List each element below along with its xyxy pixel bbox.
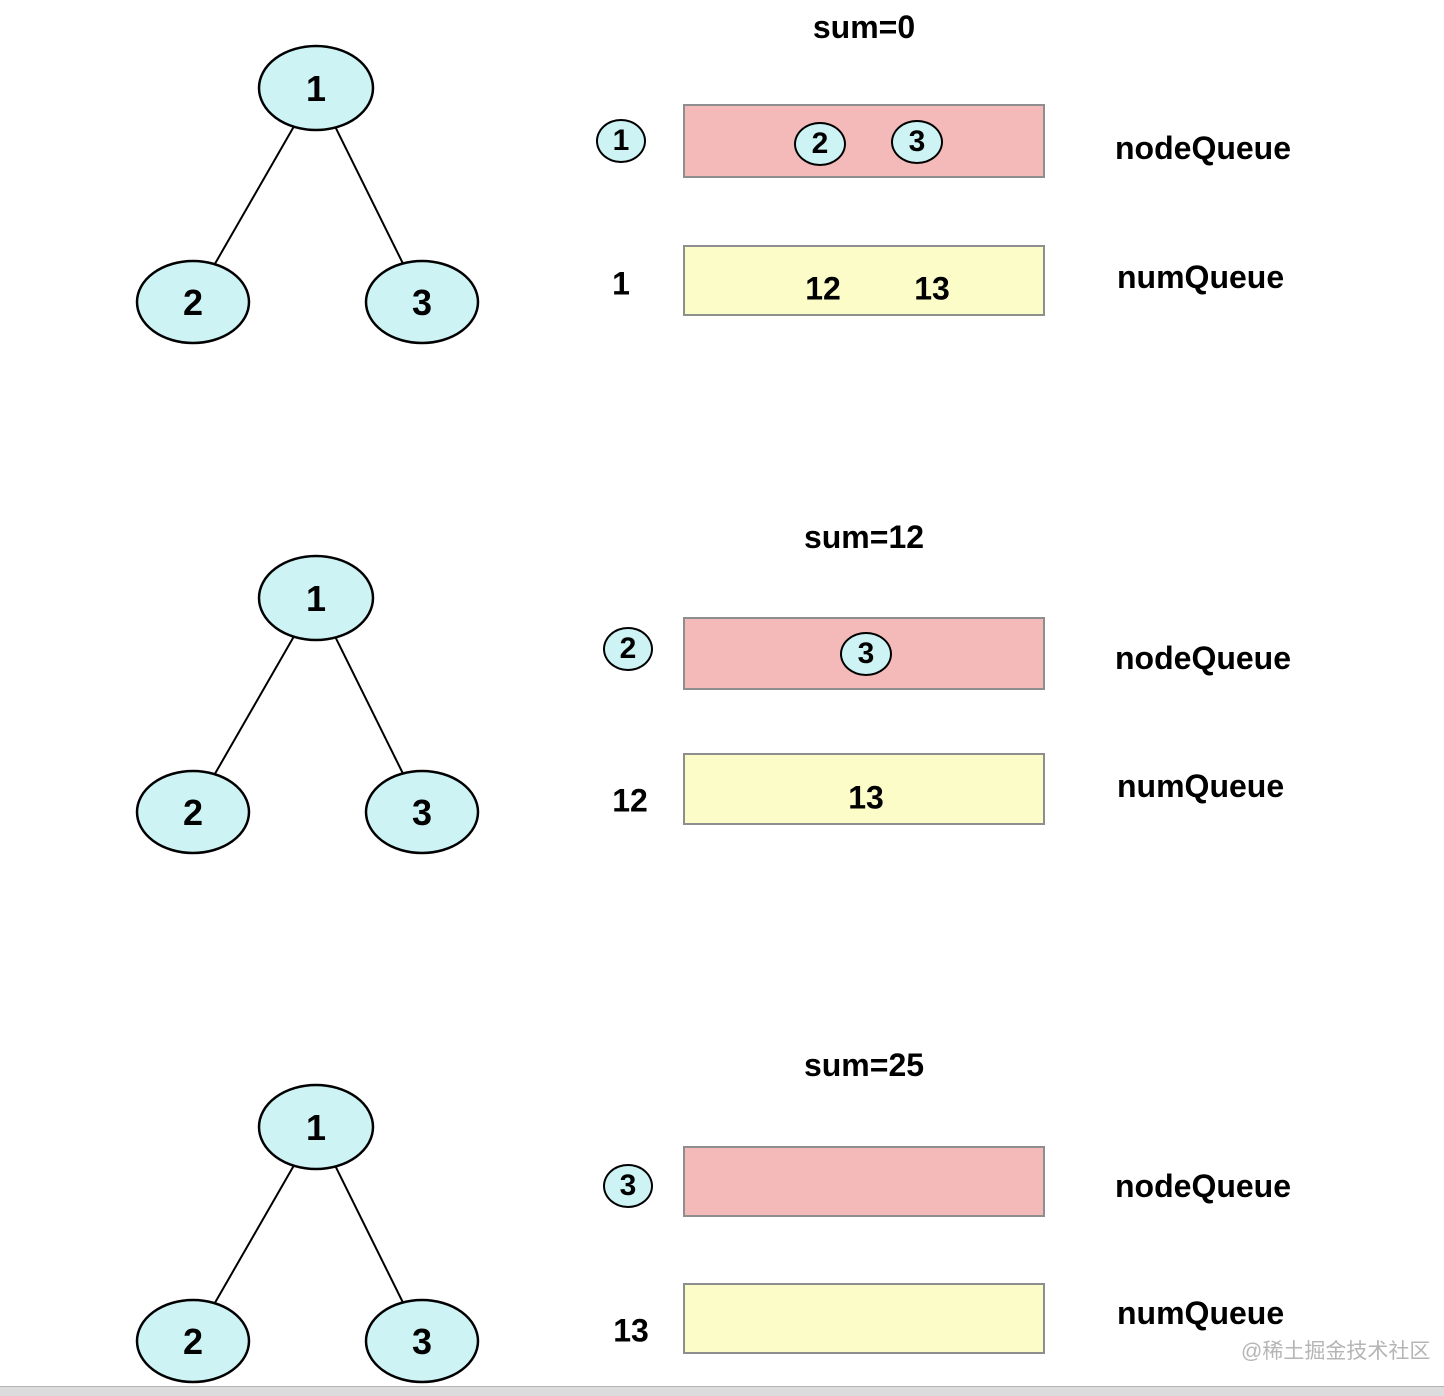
- node-queue-item-value: 2: [811, 127, 829, 160]
- sum-label-3: sum=25: [803, 1047, 925, 1083]
- tree-node-left: [135, 1298, 251, 1384]
- tree-node-root-label: 1: [306, 68, 326, 109]
- node-queue-head-circle-1: 1: [596, 119, 646, 163]
- tree-node-left: [135, 259, 251, 345]
- node-queue-item-circle: 3: [891, 120, 943, 164]
- num-queue-label-1: numQueue: [1117, 259, 1285, 295]
- sum-label-2: sum=12: [803, 519, 925, 555]
- tree-node-right-label: 3: [412, 1321, 432, 1362]
- node-queue-item-circle: 3: [840, 632, 892, 676]
- node-queue-label-3: nodeQueue: [1115, 1168, 1292, 1204]
- binary-tree-2: 1 2 3: [135, 554, 480, 855]
- node-queue-head-value: 3: [619, 1169, 637, 1202]
- node-queue-head-circle-2: 2: [603, 627, 653, 671]
- node-queue-head-value: 1: [612, 124, 630, 157]
- node-queue-item-value: 3: [908, 125, 926, 158]
- binary-tree-3: 1 2 3: [135, 1083, 480, 1384]
- sum-label-1: sum=0: [812, 9, 916, 45]
- tree-node-root: [257, 44, 375, 132]
- num-queue-rect-3: [683, 1283, 1045, 1354]
- node-queue-item-value: 3: [857, 637, 875, 670]
- tree-node-right: [364, 1298, 480, 1384]
- num-queue-label-2: numQueue: [1117, 768, 1285, 804]
- num-queue-head-value-1: 1: [612, 265, 630, 302]
- tree-node-right-label: 3: [412, 792, 432, 833]
- tree-node-right-label: 3: [412, 282, 432, 323]
- tree-node-root: [257, 1083, 375, 1171]
- num-queue-rect-1: 12 13: [683, 245, 1045, 316]
- node-queue-rect-3: [683, 1146, 1045, 1217]
- num-queue-rect-2: 13: [683, 753, 1045, 825]
- tree-node-left-label: 2: [183, 1321, 203, 1362]
- node-queue-head-circle-3: 3: [603, 1164, 653, 1208]
- num-queue-label-3: numQueue: [1117, 1295, 1285, 1331]
- tree-node-root-label: 1: [306, 1107, 326, 1148]
- node-queue-rect-2: 3: [683, 617, 1045, 690]
- node-queue-head-value: 2: [619, 632, 637, 665]
- num-queue-item-value: 13: [914, 270, 950, 307]
- num-queue-head-value-2: 12: [612, 782, 648, 819]
- tree-node-root: [257, 554, 375, 642]
- tree-node-left: [135, 769, 251, 855]
- num-queue-item-value: 12: [805, 270, 841, 307]
- node-queue-label-2: nodeQueue: [1115, 640, 1292, 676]
- window-bottom-bar: [0, 1386, 1444, 1396]
- num-queue-item-value: 13: [848, 779, 884, 816]
- node-queue-item-circle: 2: [794, 122, 846, 166]
- tree-node-root-label: 1: [306, 578, 326, 619]
- node-queue-label-1: nodeQueue: [1115, 130, 1292, 166]
- tree-node-right: [364, 769, 480, 855]
- tree-node-left-label: 2: [183, 792, 203, 833]
- watermark: @稀土掘金技术社区: [1241, 1340, 1431, 1363]
- node-queue-rect-1: 2 3: [683, 104, 1045, 178]
- tree-node-left-label: 2: [183, 282, 203, 323]
- num-queue-head-value-3: 13: [613, 1312, 649, 1349]
- binary-tree-1: 1 2 3: [135, 44, 480, 345]
- tree-node-right: [364, 259, 480, 345]
